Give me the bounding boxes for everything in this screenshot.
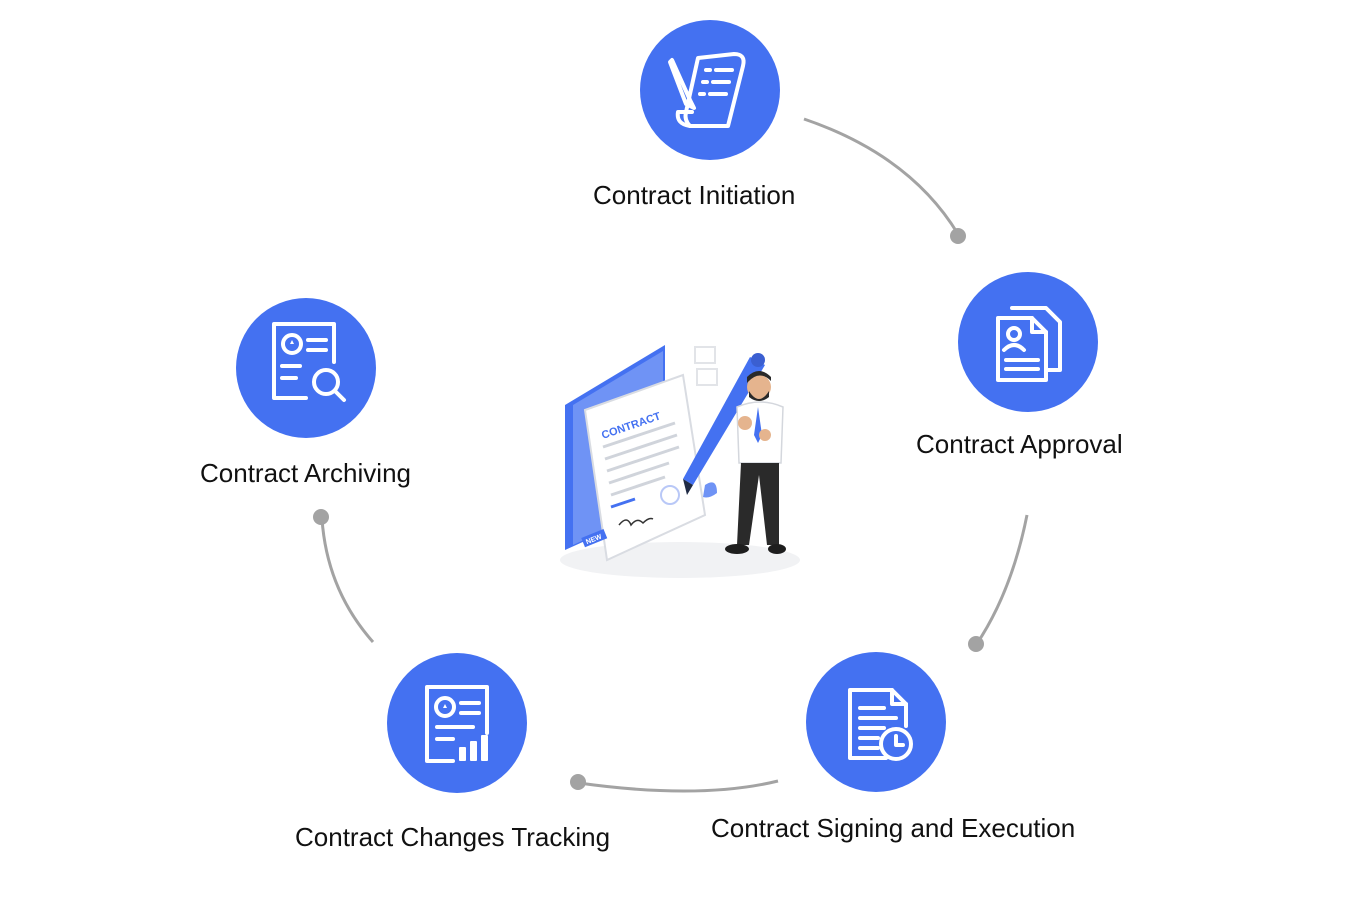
contract-paper <box>583 373 707 562</box>
connector-signing-to-tracking <box>578 779 779 793</box>
connector-dot-tracking <box>570 774 586 790</box>
connector-dot-signing <box>968 636 984 652</box>
step-initiation-label: Contract Initiation <box>593 180 796 210</box>
step-archiving-label: Contract Archiving <box>200 458 411 488</box>
document-clock-icon <box>848 688 913 761</box>
decorative-frames <box>694 346 718 386</box>
businessman-figure <box>683 353 786 554</box>
giant-pen <box>683 353 765 495</box>
document-signing-icon <box>668 52 746 128</box>
step-initiation-circle <box>640 20 780 160</box>
leaf-decoration <box>703 482 717 498</box>
contract-illustration: CONTRACT NEW <box>560 345 800 578</box>
step-approval-circle <box>958 272 1098 412</box>
connector-tracking-to-archiving <box>320 518 375 643</box>
step-archiving-circle <box>236 298 376 438</box>
step-tracking-circle <box>387 653 527 793</box>
step-approval-label: Contract Approval <box>916 429 1123 459</box>
connector-dot-approval <box>950 228 966 244</box>
document-search-icon <box>272 322 346 402</box>
illustration-shadow <box>560 542 800 578</box>
connector-approval-to-signing <box>976 514 1029 643</box>
connector-initiation-to-approval <box>803 117 960 235</box>
step-signing-circle <box>806 652 946 792</box>
stacked-documents-icon <box>996 306 1062 382</box>
step-signing-label: Contract Signing and Execution <box>711 813 1076 843</box>
step-tracking-label: Contract Changes Tracking <box>295 822 611 852</box>
document-chart-icon <box>425 685 489 763</box>
connector-dot-archiving <box>313 509 329 525</box>
